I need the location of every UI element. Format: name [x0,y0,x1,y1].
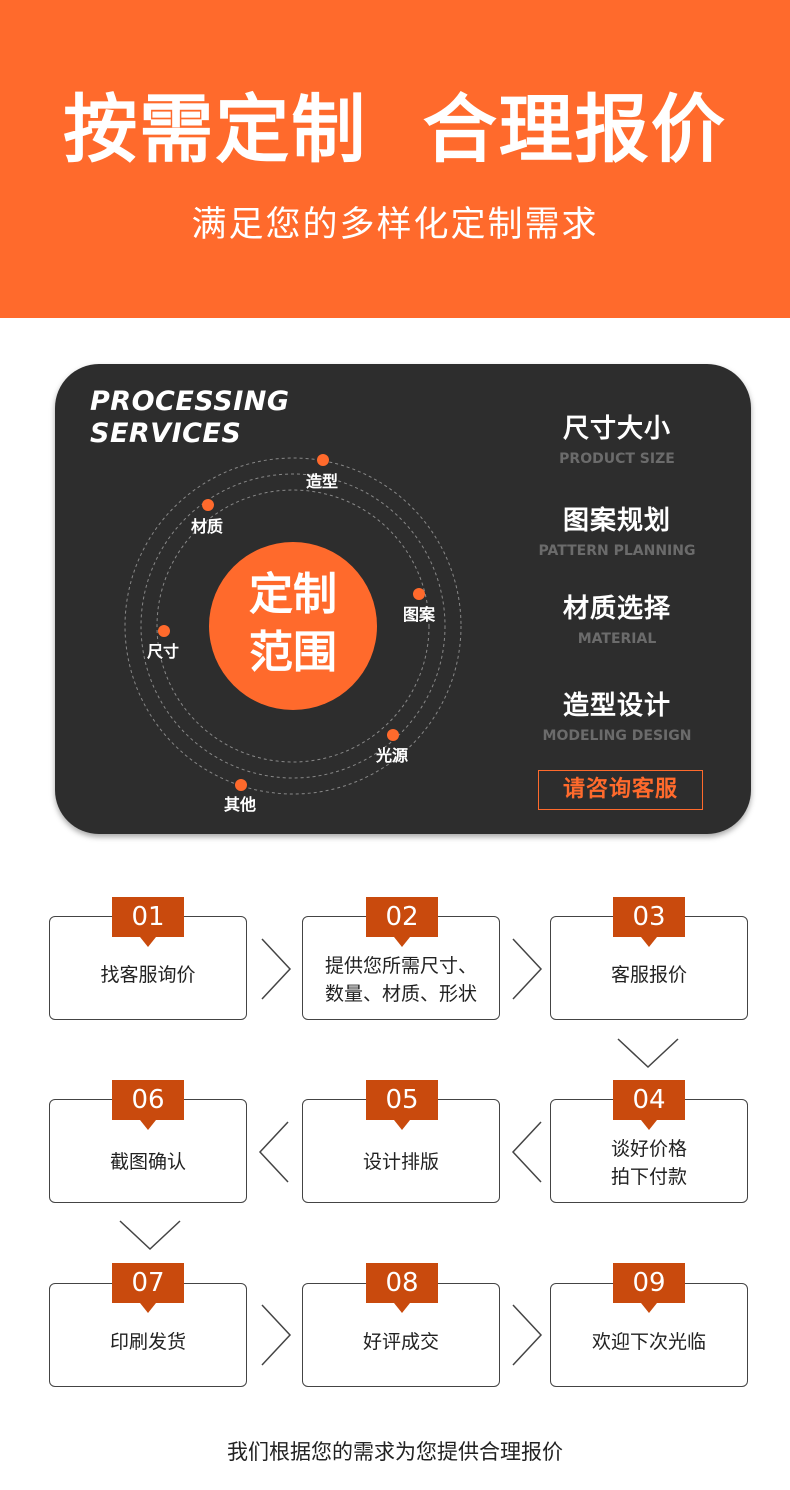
page-title: 按需定制 合理报价 [63,87,727,173]
center-circle: 定制 范围 [209,542,377,710]
chevron-down-icon [617,1038,679,1069]
step-text: 欢迎下次光临 [591,1331,706,1353]
step-text: 数量、材质、形状 [324,983,477,1005]
step-number-02: 02 [366,897,438,947]
footer-note: 我们根据您的需求为您提供合理报价 [227,1440,563,1464]
orbit-dot [387,729,399,741]
chevron-down-icon [119,1220,181,1251]
consult-service-button[interactable]: 请咨询客服 [538,770,703,810]
service-title: 造型设计 [562,691,671,721]
step-text: 好评成交 [362,1331,439,1353]
service-title: 材质选择 [562,594,671,624]
service-subtitle: PATTERN PLANNING [538,543,696,559]
service-subtitle: MODELING DESIGN [542,728,692,744]
service-size: 尺寸大小 PRODUCT SIZE [525,408,709,467]
service-modeling: 造型设计 MODELING DESIGN [525,685,709,744]
step-text: 印刷发货 [109,1331,186,1353]
chevron-right-icon [261,1304,292,1366]
step-text: 拍下付款 [610,1166,687,1188]
orbit-label-light: 光源 [376,746,409,765]
step-text: 提供您所需尺寸、 [324,955,477,977]
step-number-07: 07 [112,1263,184,1313]
step-number-06: 06 [112,1080,184,1130]
step-number-03: 03 [613,897,685,947]
orbit-diagram [124,454,462,795]
service-subtitle: MATERIAL [577,631,657,647]
orbit-label-pattern: 图案 [403,605,436,624]
orbit-dot [158,625,170,637]
chevron-left-icon [511,1121,542,1183]
service-material: 材质选择 MATERIAL [525,588,709,647]
step-text: 设计排版 [362,1151,439,1173]
center-label-line2: 范围 [249,627,337,678]
center-label-line1: 定制 [249,569,337,620]
orbit-label-shape: 造型 [306,472,339,491]
step-number-04: 04 [613,1080,685,1130]
step-text: 找客服询价 [100,964,196,986]
chevron-left-icon [258,1121,289,1183]
header-banner: 按需定制 合理报价 满足您的多样化定制需求 [0,0,790,318]
step-text: 谈好价格 [610,1138,687,1160]
orbit-label-material: 材质 [191,517,224,536]
orbit-dot [317,454,329,466]
orbit-dot [202,499,214,511]
chevron-right-icon [512,1304,543,1366]
service-subtitle: PRODUCT SIZE [559,451,675,467]
orbit-label-size: 尺寸 [147,642,180,661]
card-heading: PROCESSING SERVICES [90,386,290,450]
orbit-dot [235,779,247,791]
chevron-right-icon [512,938,543,1000]
step-text: 截图确认 [109,1151,186,1173]
orbit-ring [140,473,446,779]
orbit-label-other: 其他 [224,795,257,814]
step-text: 客服报价 [610,964,687,986]
chevron-right-icon [261,938,292,1000]
orbit-dot [413,588,425,600]
service-title: 尺寸大小 [562,414,671,444]
orbit-ring [156,489,430,763]
services-card: PROCESSING SERVICES 定制 范围 造型 材质 图案 尺寸 光源… [55,364,751,834]
step-number-01: 01 [112,897,184,947]
card-heading-line2: SERVICES [90,418,242,449]
orbit-ring [124,457,462,795]
step-number-08: 08 [366,1263,438,1313]
page-subtitle: 满足您的多样化定制需求 [191,205,599,245]
service-title: 图案规划 [562,506,671,536]
service-pattern: 图案规划 PATTERN PLANNING [525,500,709,559]
step-number-05: 05 [366,1080,438,1130]
card-heading-line1: PROCESSING [90,386,290,417]
step-number-09: 09 [613,1263,685,1313]
